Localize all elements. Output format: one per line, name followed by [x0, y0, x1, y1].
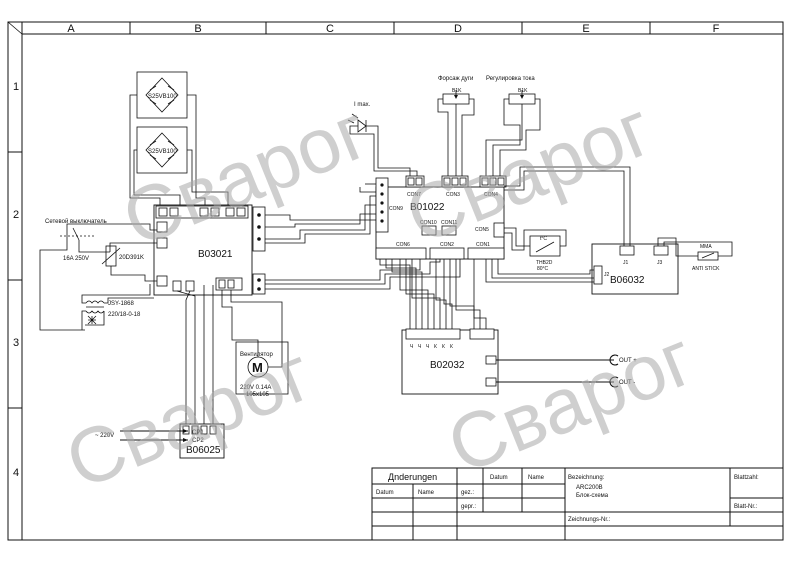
- row-label: 3: [13, 337, 19, 349]
- row-label: 4: [13, 467, 19, 479]
- connector-label: CON4: [484, 192, 498, 198]
- pin-label: Ч: [418, 344, 421, 350]
- tb-model: ARC200B: [576, 485, 603, 491]
- watermark: Сварог: [54, 328, 324, 505]
- pot-title: Форсаж дуги: [438, 76, 473, 82]
- pin-label: К: [450, 344, 453, 350]
- transformer: JSY-1868 220/18-0-18: [81, 284, 154, 330]
- bridge-wiring: [129, 94, 229, 205]
- transformer-label: JSY-1868: [108, 301, 134, 307]
- thermo-label: THB2D: [536, 260, 553, 266]
- watermark: Сварог: [394, 83, 664, 260]
- connector-label: CON3: [446, 192, 460, 198]
- tb-changes: Дnderungen: [388, 472, 437, 482]
- connector-label: CON9: [389, 206, 403, 212]
- board-b01022: B01022 CON7 CON3 CON4 CON9 CON10 CON11 C…: [375, 175, 507, 260]
- mains-label: ~ 220V: [95, 433, 114, 439]
- tb-description: Блок-схема: [576, 493, 609, 499]
- col-label: C: [326, 23, 334, 35]
- output-label: OUT -: [619, 380, 635, 386]
- connector-label: CON11: [441, 220, 458, 226]
- board-label: B02032: [430, 360, 465, 371]
- tb-bezeichnung: Bezeichnung:: [568, 475, 605, 481]
- fan-label: Вентилятор: [240, 352, 274, 358]
- potentiometer-current: Регулировка тока B1K: [485, 76, 541, 176]
- pot-title: Регулировка тока: [486, 76, 535, 82]
- pin-label: Ч: [426, 344, 429, 350]
- thermo-label: t°C: [540, 236, 547, 242]
- fan: M Вентилятор 220V 0.14A 105x105: [221, 290, 289, 398]
- tb-datum: Datum: [490, 475, 508, 481]
- row-label: 1: [13, 81, 19, 93]
- fan-spec: 220V 0.14A: [240, 385, 271, 391]
- bridge-label: S25VB100: [148, 149, 177, 155]
- potentiometer-arc-force: Форсаж дуги B1K: [437, 76, 475, 176]
- bridge-label: S25VB100: [148, 94, 177, 100]
- board-label: B06025: [186, 445, 221, 456]
- transformer-label: 220/18-0-18: [108, 312, 141, 318]
- output-label: OUT +: [619, 358, 637, 364]
- connector-label: J1: [623, 260, 629, 266]
- thermostat: t°C THB2D 80°C: [504, 227, 567, 272]
- tb-gez: gez.:: [461, 490, 474, 496]
- connector-label: J2: [604, 272, 610, 278]
- varistor-label: 20D391K: [119, 255, 144, 261]
- tb-zeichnungs: Zeichnungs-Nr.:: [568, 517, 611, 523]
- tb-name: Name: [418, 490, 435, 496]
- switch-label: Сетевой выключатель: [45, 218, 107, 225]
- connector-label: CON5: [475, 227, 489, 233]
- harness-b03021-b01022: [265, 183, 461, 290]
- tb-datum: Datum: [376, 490, 394, 496]
- col-label: E: [582, 23, 589, 35]
- pin-label: К: [442, 344, 445, 350]
- grid-labels: A B C D E F 1 2 3 4: [13, 23, 720, 479]
- tb-name: Name: [528, 475, 545, 481]
- bridge-rectifier-1: S25VB100: [136, 71, 188, 119]
- row-label: 2: [13, 209, 19, 221]
- varistor: 20D391K: [101, 245, 157, 282]
- col-label: D: [454, 23, 462, 35]
- board-label: B03021: [198, 249, 233, 260]
- connector-label: J3: [657, 260, 663, 266]
- connector-label: CON6: [396, 242, 410, 248]
- switch-label: MMA: [700, 244, 712, 250]
- col-label: A: [67, 23, 75, 35]
- overcurrent-lamp: I max.: [347, 102, 418, 176]
- connector-label: CON2: [440, 242, 454, 248]
- mma-anti-stick-switch: MMA ANTI STICK: [657, 237, 733, 272]
- terminal-label: CP1: [192, 430, 204, 436]
- thermo-label: 80°C: [537, 266, 549, 272]
- tb-blattzahl: Blattzahl:: [734, 475, 759, 481]
- pin-label: Ч: [410, 344, 413, 350]
- board-label: B06032: [610, 275, 645, 286]
- tb-gepr: gepr.:: [461, 504, 476, 510]
- col-label: B: [194, 23, 201, 35]
- lamp-label: I max.: [354, 102, 371, 108]
- board-b06025: B06025 CP1 CP2 ~ 220V: [95, 285, 225, 459]
- connector-label: CON1: [476, 242, 490, 248]
- pot-label: B1K: [452, 88, 462, 94]
- board-b06032: B06032 J1 J3 J2: [485, 166, 679, 295]
- watermarks: Сварог Сварог Сварог Сварог: [54, 83, 706, 505]
- connector-label: CON10: [420, 220, 437, 226]
- tb-blatt-nr: Blatt-Nr.:: [734, 504, 758, 510]
- board-label: B01022: [410, 202, 445, 213]
- board-b03021: B03021: [153, 204, 266, 296]
- terminal-label: CP2: [192, 438, 204, 444]
- connector-label: CON7: [407, 192, 421, 198]
- board-b02032: B02032 Ч Ч Ч К К К OUT + OUT -: [379, 259, 637, 395]
- switch-label: ANTI STICK: [692, 266, 720, 272]
- pot-label: B1K: [518, 88, 528, 94]
- fuse-label: 16A 250V: [63, 256, 89, 262]
- motor-symbol: M: [252, 360, 263, 375]
- col-label: F: [713, 23, 720, 35]
- title-block: Дnderungen Datum Name gez.: gepr.: Datum…: [371, 467, 784, 541]
- mains-switch: Сетевой выключатель 16A 250V: [39, 218, 157, 331]
- pin-label: К: [434, 344, 437, 350]
- fan-spec: 105x105: [246, 392, 270, 398]
